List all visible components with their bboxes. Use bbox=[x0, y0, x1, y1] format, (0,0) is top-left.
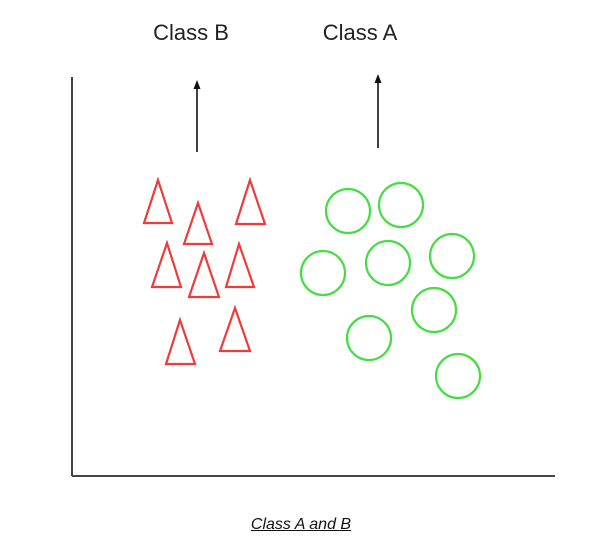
class-a-label: Class A bbox=[323, 20, 398, 45]
class-a-circle bbox=[299, 249, 347, 297]
class-b-label: Class B bbox=[153, 20, 229, 45]
class-a-arrow bbox=[374, 74, 382, 148]
class-b-triangle bbox=[142, 176, 174, 225]
class-a-circle bbox=[434, 352, 482, 400]
class-b-triangle bbox=[218, 304, 252, 353]
class-b-triangle bbox=[234, 176, 267, 226]
class-a-points bbox=[299, 181, 482, 400]
class-a-circle bbox=[410, 286, 458, 334]
class-b-arrow bbox=[193, 80, 201, 152]
figure-caption: Class A and B bbox=[250, 516, 352, 533]
class-b-triangle bbox=[224, 240, 256, 289]
class-a-circle bbox=[345, 314, 393, 362]
class-a-circle bbox=[364, 239, 412, 287]
class-a-circle bbox=[428, 232, 476, 280]
class-b-points bbox=[142, 176, 267, 366]
class-a-circle bbox=[324, 187, 372, 235]
class-a-circle bbox=[377, 181, 425, 229]
class-b-triangle bbox=[182, 199, 214, 246]
class-b-triangle bbox=[150, 239, 183, 289]
class-b-triangle bbox=[187, 249, 221, 299]
class-b-triangle bbox=[164, 316, 197, 366]
